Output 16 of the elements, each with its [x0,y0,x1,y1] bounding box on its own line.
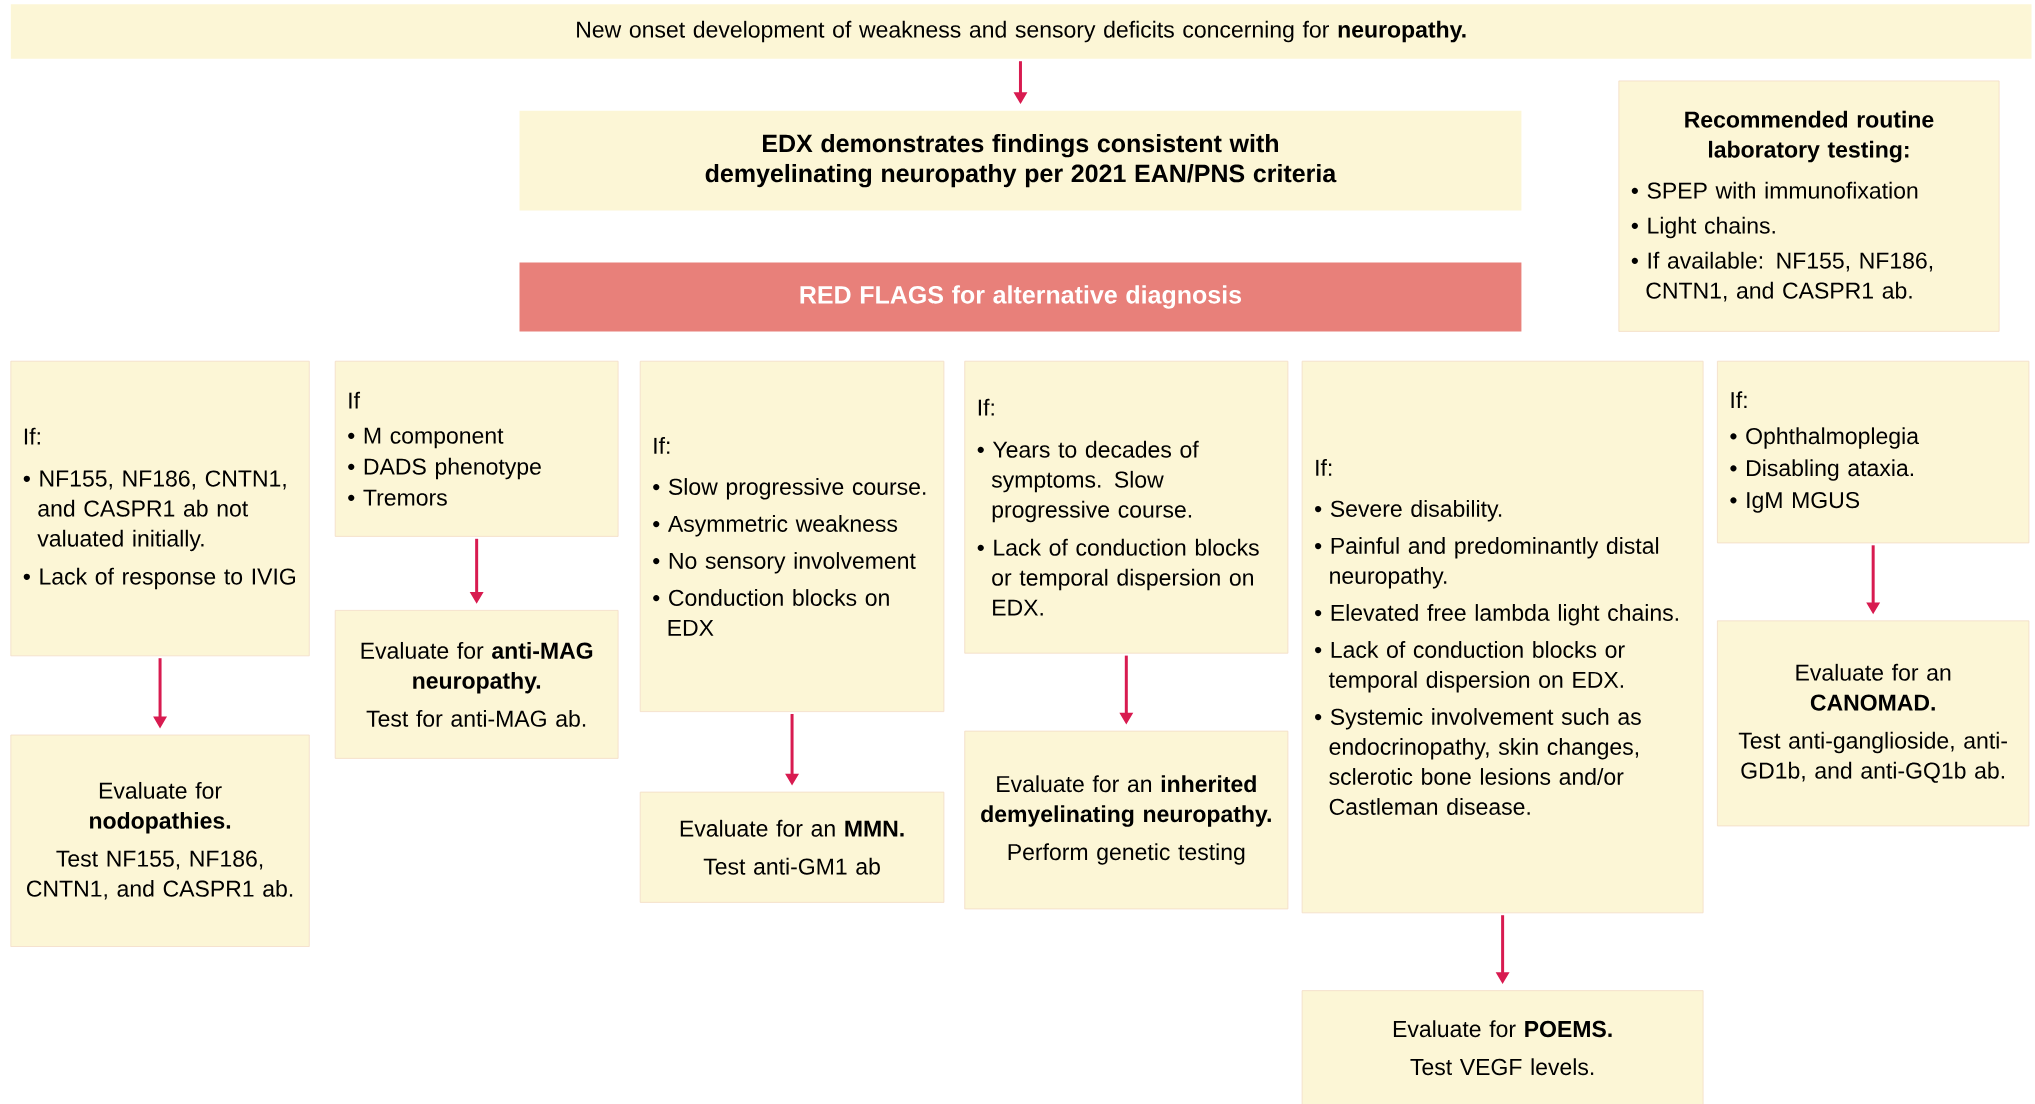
evaluation-box: Evaluate for an MMN. Test anti-GM1 ab [639,791,945,903]
finding-box: EDX demonstrates findings consistent with demyelinating neuropathy per 2021 EAN/PNS criteria [519,110,1522,211]
condition-box: If: • Severe disability. • Painful and predominantly distal neuropathy. • Elevated free lambda light chains. • Lack of conduction blocks or temporal dispersion on EDX. • Systemic involvement such as endocrinopathy, skin changes, sclerotic bone lesions and/or Castleman disease. [1301,360,1704,914]
evaluation-box: Evaluate for an inherited demyelinating neuropathy. Perform genetic testing [964,730,1289,910]
condition-box: If: • NF155, NF186, CNTN1, and CASPR1 ab not valuated initially. • Lack of response to IVIG [10,360,310,657]
alert-band: RED FLAGS for alternative diagnosis [519,262,1522,332]
condition-box: If: • Ophthalmoplegia • Disabling ataxia. • IgM MGUS [1717,360,2030,544]
condition-box: If: • Years to decades of symptoms. Slow progressive course. • Lack of conduction blocks or temporal dispersion on EDX. [964,360,1289,654]
evaluation-box: Evaluate for nodopathies. Test NF155, NF186, CNTN1, and CASPR1 ab. [10,734,310,947]
evaluation-box: Evaluate for anti-MAG neuropathy. Test for anti-MAG ab. [334,610,619,759]
lab-testing-box: Recommended routine laboratory testing: • SPEP with immunofixation • Light chains. • If available: NF155, NF186, CNTN1, and CASPR1 ab. [1618,80,2000,332]
evaluation-box: Evaluate for an CANOMAD. Test anti-ganglioside, anti-GD1b, and anti-GQ1b ab. [1717,620,2030,827]
evaluation-box: Evaluate for POEMS. Test VEGF levels. [1301,990,1704,1104]
condition-box: If • M component • DADS phenotype • Tremors [334,360,619,537]
condition-box: If: • Slow progressive course. • Asymmetric weakness • No sensory involvement • Conduction blocks on EDX [639,360,945,712]
header-band: New onset development of weakness and sensory deficits concerning for neuropathy. [10,4,2032,59]
